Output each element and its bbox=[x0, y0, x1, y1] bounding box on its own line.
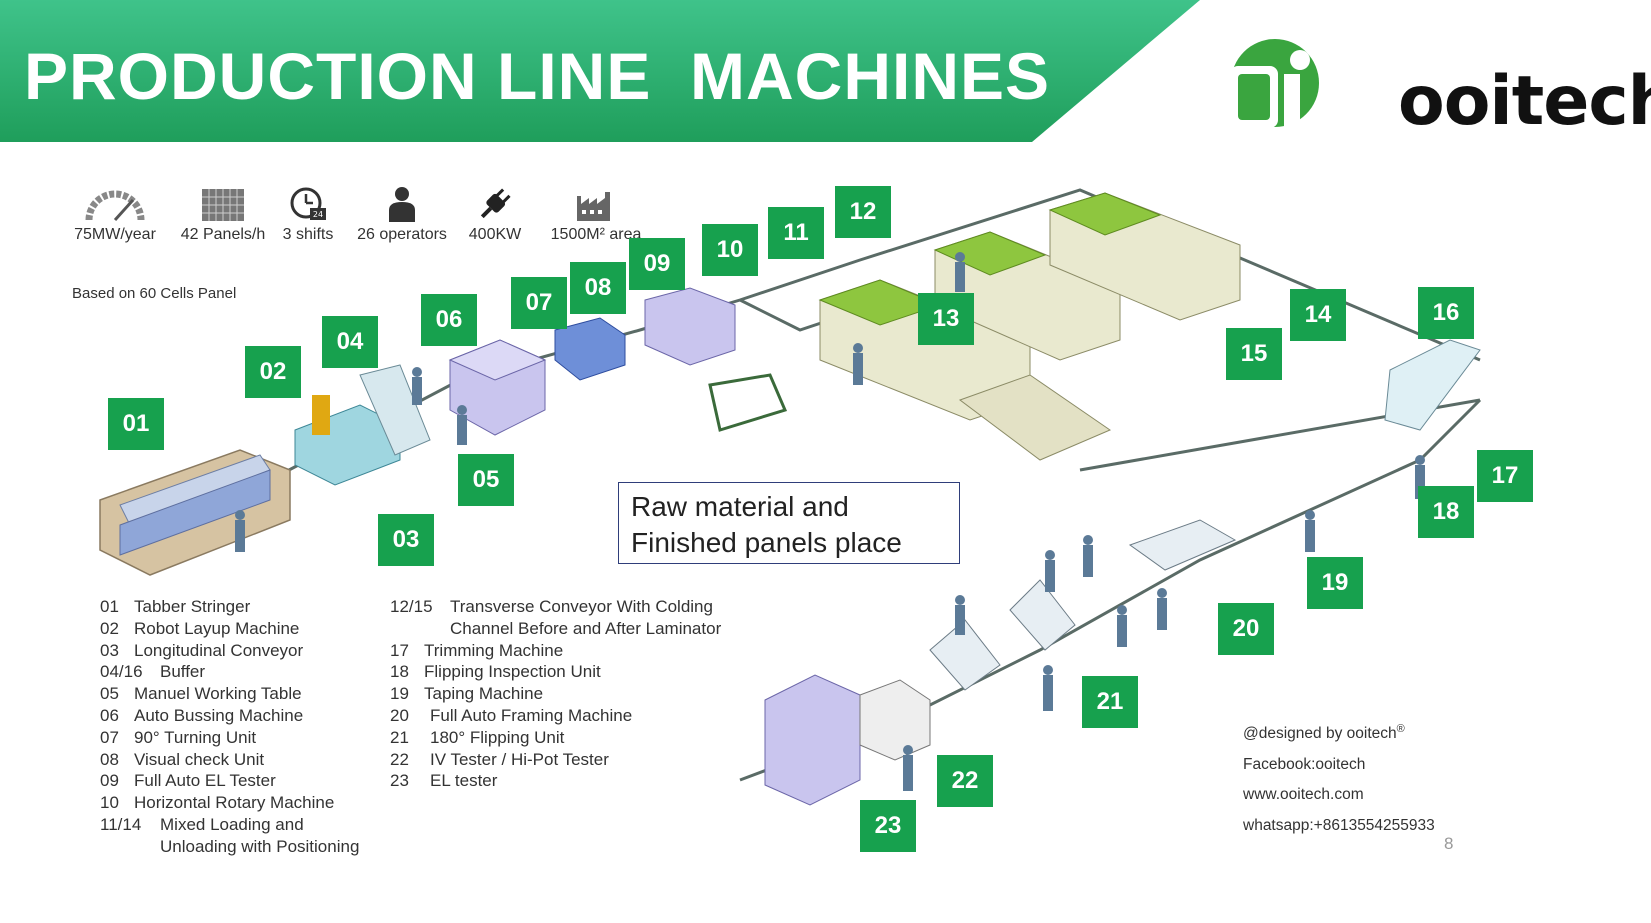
badge-23: 23 bbox=[860, 800, 916, 852]
badge-18: 18 bbox=[1418, 486, 1474, 538]
badge-01: 01 bbox=[108, 398, 164, 450]
visual-check-unit bbox=[554, 317, 626, 381]
framing-unit bbox=[1128, 519, 1237, 571]
badge-21: 21 bbox=[1082, 676, 1138, 728]
whatsapp-number[interactable]: whatsapp:+8613554255933 bbox=[1243, 816, 1435, 834]
basis-note: Based on 60 Cells Panel bbox=[72, 285, 237, 302]
designed-by: @designed by ooitech® bbox=[1243, 723, 1405, 743]
solar-panel-icon bbox=[202, 189, 244, 221]
stat-capacity: 75MW/year bbox=[70, 182, 160, 244]
stat-shifts: 24 3 shifts bbox=[280, 182, 336, 244]
title-banner bbox=[0, 0, 1200, 142]
badge-05: 05 bbox=[458, 454, 514, 506]
el-tester-machine bbox=[644, 287, 736, 366]
operator-figures bbox=[235, 252, 1425, 791]
badge-15: 15 bbox=[1226, 328, 1282, 380]
flipping-unit-21 bbox=[929, 619, 1001, 691]
contact-info: @designed by ooitech® Facebook:ooitech w… bbox=[1243, 714, 1435, 841]
clock-24h-icon: 24 bbox=[290, 187, 326, 220]
factory-icon bbox=[577, 192, 610, 221]
badge-20: 20 bbox=[1218, 603, 1274, 655]
badge-22: 22 bbox=[937, 755, 993, 807]
buffer-16 bbox=[1384, 339, 1481, 431]
stat-panels-per-hour: 42 Panels/h bbox=[175, 182, 271, 244]
robot-layup-machine bbox=[294, 395, 401, 486]
operator-icon bbox=[389, 187, 415, 222]
svg-text:24: 24 bbox=[313, 210, 323, 219]
power-plug-icon bbox=[480, 188, 511, 219]
badge-11: 11 bbox=[768, 207, 824, 259]
badge-12: 12 bbox=[835, 186, 891, 238]
badge-07: 07 bbox=[511, 277, 567, 329]
rotary-frame bbox=[708, 373, 788, 432]
badge-02: 02 bbox=[245, 346, 301, 398]
production-line-illustration bbox=[99, 188, 1482, 806]
speedometer-icon bbox=[85, 190, 145, 222]
badge-19: 19 bbox=[1307, 557, 1363, 609]
badge-09: 09 bbox=[629, 238, 685, 290]
raw-material-box: Raw material and Finished panels place bbox=[618, 482, 960, 564]
facebook-link[interactable]: Facebook:ooitech bbox=[1243, 755, 1366, 773]
logo-text: ooitech bbox=[1398, 62, 1651, 141]
page-number: 8 bbox=[1444, 834, 1454, 853]
badge-06: 06 bbox=[421, 294, 477, 346]
badge-17: 17 bbox=[1477, 450, 1533, 502]
badge-10: 10 bbox=[702, 224, 758, 276]
badge-08: 08 bbox=[570, 262, 626, 314]
tabber-stringer-machine bbox=[99, 449, 291, 576]
page-title: PRODUCTION LINE MACHINES bbox=[24, 39, 1051, 113]
badge-13: 13 bbox=[918, 293, 974, 345]
buffer-machine bbox=[359, 364, 431, 456]
stat-operators: 26 operators bbox=[354, 182, 450, 244]
stat-power: 400KW bbox=[466, 182, 524, 244]
badge-16: 16 bbox=[1418, 287, 1474, 339]
badge-03: 03 bbox=[378, 514, 434, 566]
final-el-tester bbox=[764, 674, 931, 806]
badge-04: 04 bbox=[322, 316, 378, 368]
stat-area: 1500M² area bbox=[548, 182, 644, 244]
ooitech-logo: ooitech bbox=[1230, 38, 1651, 141]
badge-14: 14 bbox=[1290, 289, 1346, 341]
laminator-3 bbox=[1048, 192, 1241, 321]
logo-mark-icon bbox=[1230, 39, 1319, 128]
website-link[interactable]: www.ooitech.com bbox=[1243, 786, 1364, 804]
legend-item-continuation: Channel Before and After Laminator bbox=[450, 618, 722, 638]
legend-item-continuation: Unloading with Positioning bbox=[160, 836, 360, 856]
auto-bussing-machine bbox=[448, 339, 547, 436]
laminator-1 bbox=[818, 279, 1112, 461]
